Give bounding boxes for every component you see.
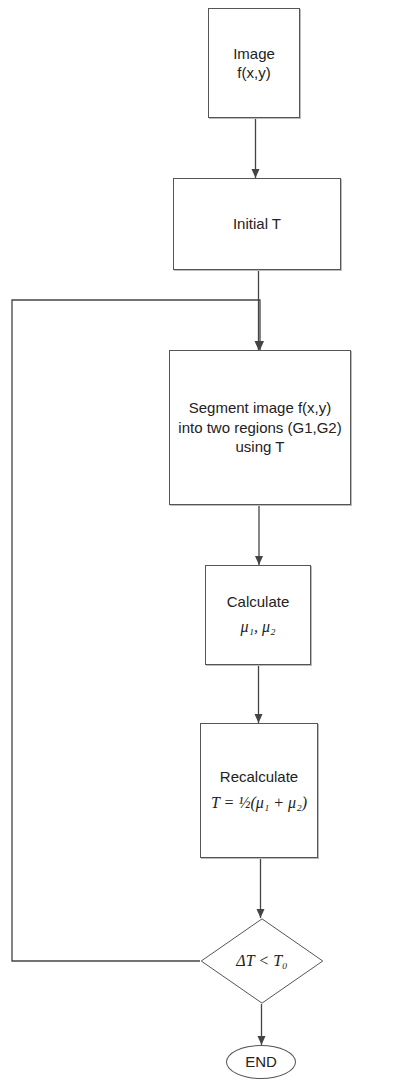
node-label: ΔT < T₀ [236,951,287,972]
text-group: Calculate μ₁, μ₂ [227,592,290,638]
flow-arrow [255,118,256,178]
text-group: ΔT < T₀ [236,951,287,972]
node-label: Recalculate [220,767,298,787]
flow-arrow [258,665,259,723]
text-group: Image f(x,y) [223,44,285,83]
flow-arrow [260,858,261,918]
text-group: END [245,1052,277,1072]
node-formula: T = ½(μ₁ + μ₂) [211,793,307,814]
text-group: Initial T [233,214,281,234]
process-box: Recalculate T = ½(μ₁ + μ₂) [200,723,318,858]
node-label: Calculate [227,592,290,612]
node-label: Initial T [233,214,281,234]
process-box: Initial T [173,178,341,270]
node-formula: μ₁, μ₂ [240,617,275,638]
node-label: Segment image f(x,y) into two regions (G… [178,398,342,457]
node-label: END [245,1052,277,1072]
node-label: Image f(x,y) [223,44,285,83]
process-box: Calculate μ₁, μ₂ [205,565,311,665]
input-box: Image f(x,y) [208,8,300,118]
process-box: Segment image f(x,y) into two regions (G… [169,350,351,505]
text-group: Recalculate T = ½(μ₁ + μ₂) [211,767,307,813]
diamond-shape [201,919,323,1003]
flow-arrow [261,1004,262,1045]
terminator-oval: END [226,1045,296,1079]
text-group: Segment image f(x,y) into two regions (G… [178,398,342,457]
decision-diamond: ΔT < T₀ [200,918,324,1004]
flow-arrow [258,505,259,565]
flow-arrow [258,270,259,350]
